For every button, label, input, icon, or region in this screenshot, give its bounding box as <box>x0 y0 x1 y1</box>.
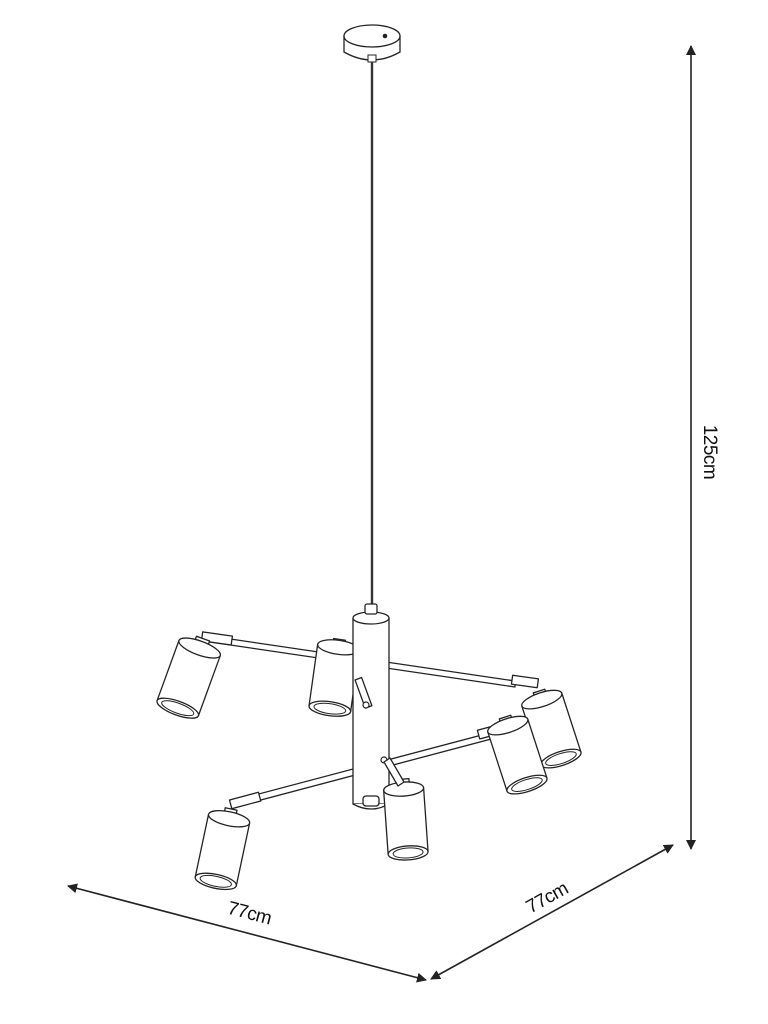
width-dimension-label: 77cm <box>225 898 273 930</box>
lamp-central-body <box>352 603 390 810</box>
depth-dimension-label: 77cm <box>523 878 572 918</box>
ceiling-canopy <box>343 24 401 63</box>
width-dimension-line <box>67 883 427 983</box>
width-dimension: 77cm <box>67 883 427 983</box>
lamp-shade-lower-left <box>194 807 251 891</box>
height-dimension: 125cm <box>686 45 720 850</box>
height-dimension-label: 125cm <box>699 425 720 480</box>
depth-dimension-line <box>430 844 674 980</box>
lamp-shade-bottom-center <box>383 778 429 861</box>
depth-dimension: 77cm <box>430 844 674 980</box>
lamp-shade-right-middle <box>487 714 548 795</box>
lamp-shade-upper-middle <box>308 637 360 717</box>
lamp-shade-upper-left <box>156 635 222 719</box>
